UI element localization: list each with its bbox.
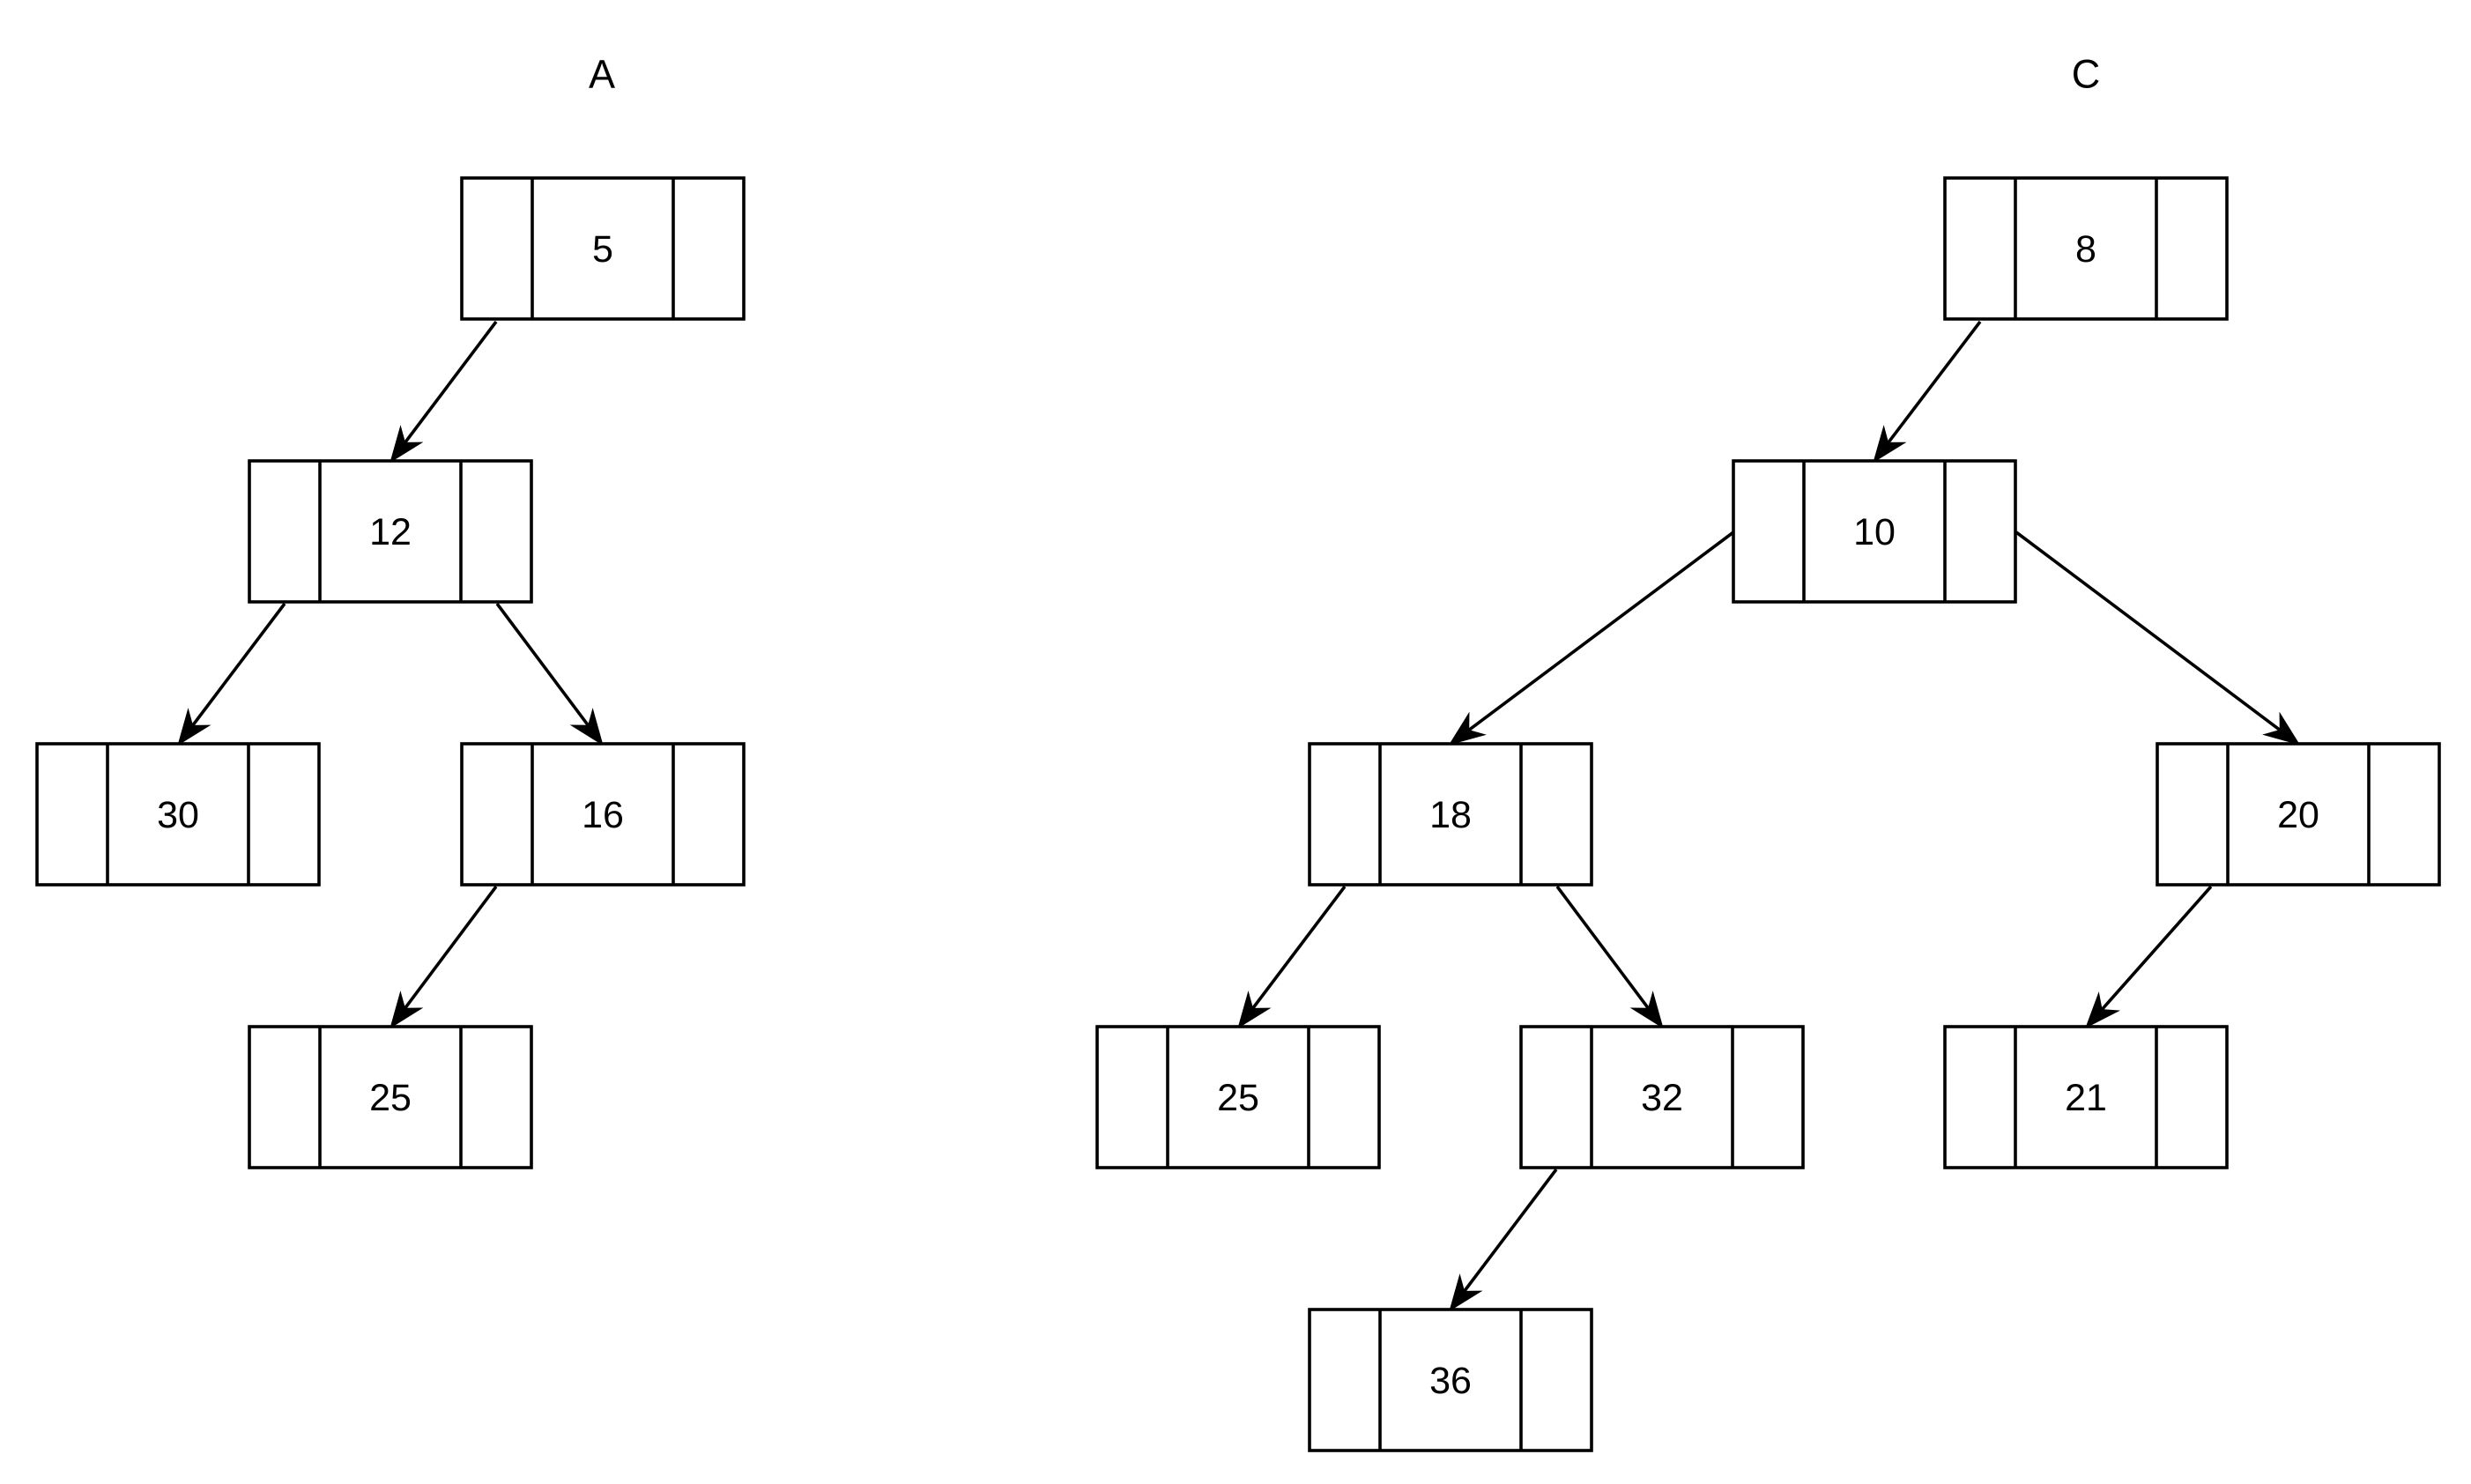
arrowhead-icon: [177, 708, 211, 746]
node-box: [1095, 1025, 1381, 1169]
node-box: [248, 1025, 533, 1169]
arrowhead-icon: [390, 991, 424, 1029]
arrowhead-icon: [2085, 991, 2121, 1029]
node-value: 18: [1429, 794, 1472, 836]
edge-c-20-to-c-21: [2085, 885, 2213, 1029]
edges-layer: [177, 320, 2301, 1312]
tree-node-a-12: 12: [248, 459, 533, 604]
edge-line: [403, 885, 498, 1010]
edge-c-8-to-c-10: [1873, 320, 1982, 464]
tree-node-a-5: 5: [460, 176, 746, 321]
node-box: [1308, 742, 1593, 887]
edge-line: [2015, 531, 2282, 732]
node-box: [1943, 1025, 2229, 1169]
node-box: [460, 742, 746, 887]
edge-c-18-to-c-32: [1555, 885, 1664, 1029]
tree-title-a: A: [589, 52, 615, 97]
tree-node-c-20: 20: [2156, 742, 2441, 887]
tree-node-c-21: 21: [1943, 1025, 2229, 1169]
edge-a-16-to-a-25: [390, 885, 498, 1029]
edge-line: [1250, 885, 1347, 1010]
node-background: [249, 1027, 531, 1168]
node-value: 10: [1853, 511, 1896, 553]
node-value: 8: [2075, 228, 2096, 271]
nodes-layer: 5 12 30 16 25 8 10 18 20 25 32 21 36: [35, 176, 2441, 1452]
edge-c-18-to-c-25: [1237, 885, 1347, 1029]
node-background: [462, 178, 744, 319]
node-value: 16: [582, 794, 624, 836]
edge-a-12-to-a-30: [177, 602, 286, 746]
node-background: [1945, 1027, 2227, 1168]
edge-line: [1886, 320, 1982, 445]
tree-node-c-36: 36: [1308, 1308, 1593, 1452]
arrowhead-icon: [1449, 1273, 1483, 1312]
arrowhead-icon: [390, 425, 424, 464]
node-background: [462, 744, 744, 885]
edge-line: [1462, 1168, 1558, 1293]
node-background: [1310, 744, 1592, 885]
tree-node-a-25: 25: [248, 1025, 533, 1169]
node-background: [1733, 461, 2015, 602]
arrowhead-icon: [1873, 425, 1907, 464]
edge-line: [403, 320, 498, 444]
edge-c-10-to-c-18: [1448, 531, 1735, 746]
edge-a-5-to-a-12: [390, 320, 498, 464]
node-value: 36: [1429, 1360, 1472, 1402]
node-box: [1308, 1308, 1593, 1452]
tree-title-c: C: [2072, 52, 2101, 97]
edge-line: [495, 602, 590, 727]
arrowhead-icon: [1448, 711, 1487, 746]
node-box: [35, 742, 321, 887]
edge-c-32-to-c-36: [1449, 1168, 1558, 1312]
edge-a-12-to-a-16: [495, 602, 604, 746]
node-value: 12: [369, 511, 412, 553]
arrowhead-icon: [2262, 711, 2301, 746]
node-box: [1519, 1025, 1805, 1169]
titles-layer: A C: [589, 52, 2100, 97]
arrowhead-icon: [1629, 991, 1664, 1029]
node-value: 5: [592, 228, 613, 271]
arrowhead-icon: [569, 708, 604, 746]
node-background: [37, 744, 319, 885]
node-background: [1945, 178, 2227, 319]
node-box: [1732, 459, 2017, 604]
edge-line: [190, 602, 286, 727]
node-value: 20: [2277, 794, 2319, 836]
node-value: 21: [2065, 1077, 2107, 1119]
tree-node-a-16: 16: [460, 742, 746, 887]
tree-node-c-32: 32: [1519, 1025, 1805, 1169]
tree-node-c-10: 10: [1732, 459, 2017, 604]
edge-line: [1467, 531, 1735, 732]
node-background: [249, 461, 531, 602]
tree-node-c-25: 25: [1095, 1025, 1381, 1169]
node-value: 25: [1217, 1077, 1259, 1119]
node-box: [2156, 742, 2441, 887]
node-value: 25: [369, 1077, 412, 1119]
node-box: [460, 176, 746, 321]
tree-node-c-18: 18: [1308, 742, 1593, 887]
edge-c-10-to-c-20: [2015, 531, 2301, 746]
node-value: 32: [1641, 1077, 1683, 1119]
node-background: [2157, 744, 2439, 885]
edge-line: [2100, 885, 2213, 1012]
node-background: [1097, 1027, 1379, 1168]
node-background: [1310, 1310, 1592, 1451]
node-box: [248, 459, 533, 604]
node-background: [1521, 1027, 1803, 1168]
tree-node-c-8: 8: [1943, 176, 2229, 321]
node-box: [1943, 176, 2229, 321]
arrowhead-icon: [1237, 991, 1272, 1029]
tree-node-a-30: 30: [35, 742, 321, 887]
node-value: 30: [157, 794, 199, 836]
edge-line: [1555, 885, 1651, 1010]
